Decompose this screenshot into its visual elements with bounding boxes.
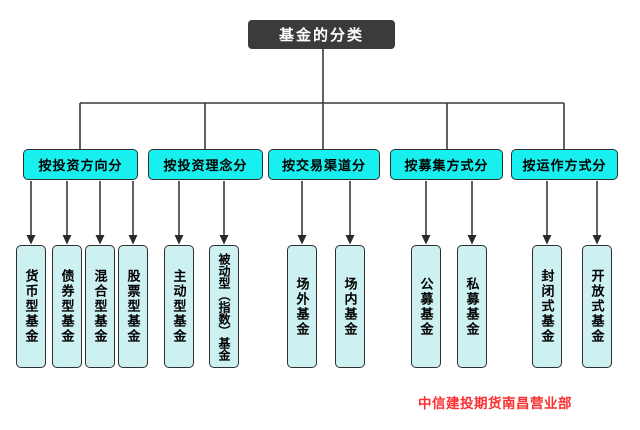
leaf-node-exchange-fund: 场内基金 [335, 245, 365, 368]
leaf-node-bond-fund: 债券型基金 [52, 245, 82, 368]
leaf-node-passive-index-fund: 被动型（指数）基金 [209, 245, 239, 368]
root-node-fund-classification: 基金的分类 [248, 20, 395, 49]
leaf-node-private-fund: 私募基金 [457, 245, 487, 368]
leaf-node-closed-end-fund: 封闭式基金 [532, 245, 562, 368]
category-node-investment-philosophy: 按投资理念分 [148, 149, 263, 180]
leaf-node-otc-fund: 场外基金 [287, 245, 317, 368]
watermark-text: 中信建投期货南昌营业部 [418, 396, 572, 411]
leaf-node-active-fund: 主动型基金 [164, 245, 194, 368]
category-node-operation-method: 按运作方式分 [511, 149, 618, 180]
leaf-node-hybrid-fund: 混合型基金 [85, 245, 115, 368]
leaf-node-stock-fund: 股票型基金 [118, 245, 148, 368]
category-node-investment-direction: 按投资方向分 [23, 149, 138, 180]
category-node-fundraising-method: 按募集方式分 [390, 149, 503, 180]
arrowhead-icons [26, 235, 602, 245]
category-node-trading-channel: 按交易渠道分 [268, 149, 380, 180]
leaf-node-public-fund: 公募基金 [411, 245, 441, 368]
leaf-node-money-fund: 货币型基金 [16, 245, 46, 368]
leaf-node-open-end-fund: 开放式基金 [582, 245, 612, 368]
